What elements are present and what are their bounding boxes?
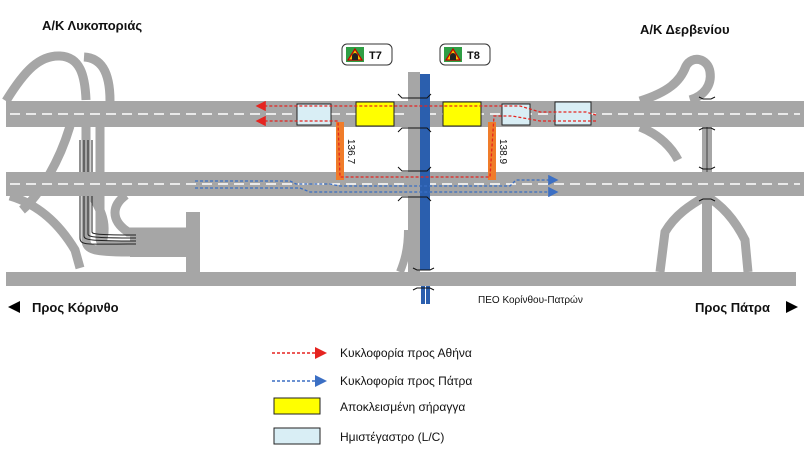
legend-item-to-patra: Κυκλοφορία προς Πάτρα: [272, 374, 472, 388]
left-ramp-connector: [186, 212, 200, 272]
semi-gantry-right-1: [501, 103, 531, 126]
bridge-marks: [397, 93, 716, 291]
legend-semi-gantry-label: Ημιστέγαστρο (L/C): [340, 430, 444, 444]
railway-line: [420, 74, 430, 270]
tunnel-sign-t7: Τ7: [341, 43, 393, 66]
lightblue-swatch-icon: [273, 427, 321, 445]
crossover-right-km: 138.9: [497, 139, 508, 164]
legend-item-to-athens: Κυκλοφορία προς Αθήνα: [272, 346, 472, 360]
legend: Κυκλοφορία προς Αθήνα Κυκλοφορία προς Πά…: [272, 346, 472, 445]
left-ramp-block: [130, 232, 186, 257]
direction-left-label: Προς Κόρινθο: [32, 300, 119, 315]
tunnel-label-t8: Τ8: [467, 50, 480, 62]
legend-to-patra-label: Κυκλοφορία προς Πάτρα: [340, 374, 472, 388]
arrow-right-icon: [786, 301, 798, 313]
right-interchange-ramps: [638, 54, 753, 273]
tunnel-label-t7: Τ7: [369, 50, 382, 62]
legend-item-semi-gantry: Ημιστέγαστρο (L/C): [273, 427, 444, 445]
old-road-label: ΠΕΟ Κορίνθου-Πατρών: [478, 294, 583, 306]
route-to-patra: [195, 174, 559, 198]
legend-to-athens-label: Κυκλοφορία προς Αθήνα: [340, 346, 472, 360]
interchange-left-label: Α/Κ Λυκοποριάς: [42, 18, 142, 33]
old-national-road: [6, 272, 796, 286]
route-to-athens: [255, 100, 597, 178]
interchange-right-label: Α/Κ Δερβενίου: [640, 22, 730, 37]
direction-right-label: Προς Πάτρα: [695, 300, 770, 315]
tunnel-sign-t8: Τ8: [439, 43, 491, 66]
legend-item-closed-tunnel: Αποκλεισμένη σήραγγα: [273, 397, 465, 415]
underpass-road: [408, 72, 420, 272]
underpass-ramp: [396, 229, 412, 274]
crossover-left-km: 136.7: [345, 139, 356, 164]
crossover-left: [336, 122, 344, 180]
semi-gantry-left: [296, 103, 332, 126]
legend-closed-tunnel-label: Αποκλεισμένη σήραγγα: [340, 400, 465, 414]
left-ramp-lane-lines: [79, 140, 137, 245]
yellow-swatch-icon: [273, 397, 321, 415]
arrow-left-icon: [8, 301, 20, 313]
